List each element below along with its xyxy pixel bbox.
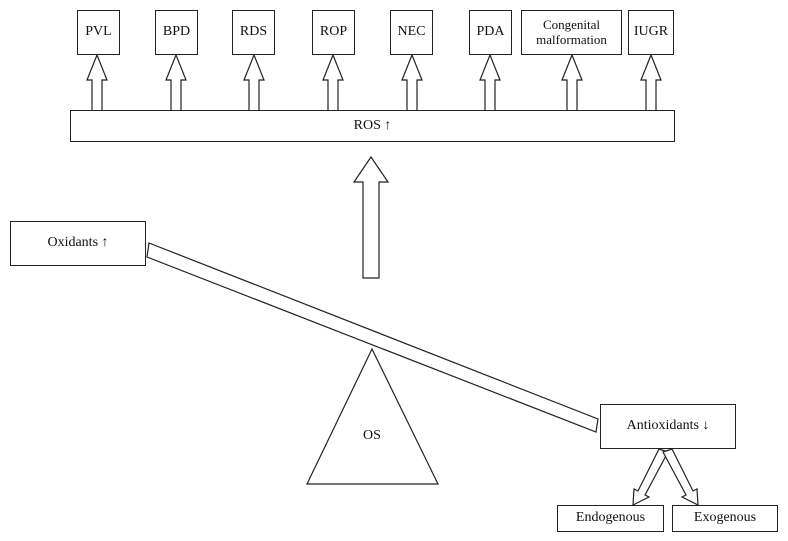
seesaw-plank [146, 242, 599, 433]
outcome-pda-box: PDA [469, 10, 512, 55]
arrow-down-exogenous [662, 448, 699, 507]
fulcrum-triangle [306, 347, 439, 485]
endogenous-box: Endogenous [557, 505, 664, 532]
arrow-up-bpd [165, 53, 187, 113]
outcome-bpd-box: BPD [155, 10, 198, 55]
fulcrum-label: OS [363, 428, 381, 443]
arrow-up-pvl [86, 53, 108, 113]
outcome-rds-box: RDS [232, 10, 275, 55]
outcome-nec-box: NEC [390, 10, 433, 55]
arrow-down-endogenous [632, 448, 669, 507]
arrow-up-pda [479, 53, 501, 113]
arrow-up-iugr [640, 53, 662, 113]
ros-bar: ROS ↑ [70, 110, 675, 142]
outcome-iugr-box: IUGR [628, 10, 674, 55]
outcome-pvl-box: PVL [77, 10, 120, 55]
big-up-arrow [352, 155, 390, 279]
arrow-up-rds [243, 53, 265, 113]
outcome-congenital-box: Congenital malformation [521, 10, 622, 55]
arrow-up-nec [401, 53, 423, 113]
outcome-rop-box: ROP [312, 10, 355, 55]
oxidants-box: Oxidants ↑ [10, 221, 146, 266]
exogenous-box: Exogenous [672, 505, 778, 532]
antioxidants-box: Antioxidants ↓ [600, 404, 736, 449]
arrow-up-rop [322, 53, 344, 113]
arrow-up-congenital [561, 53, 583, 113]
